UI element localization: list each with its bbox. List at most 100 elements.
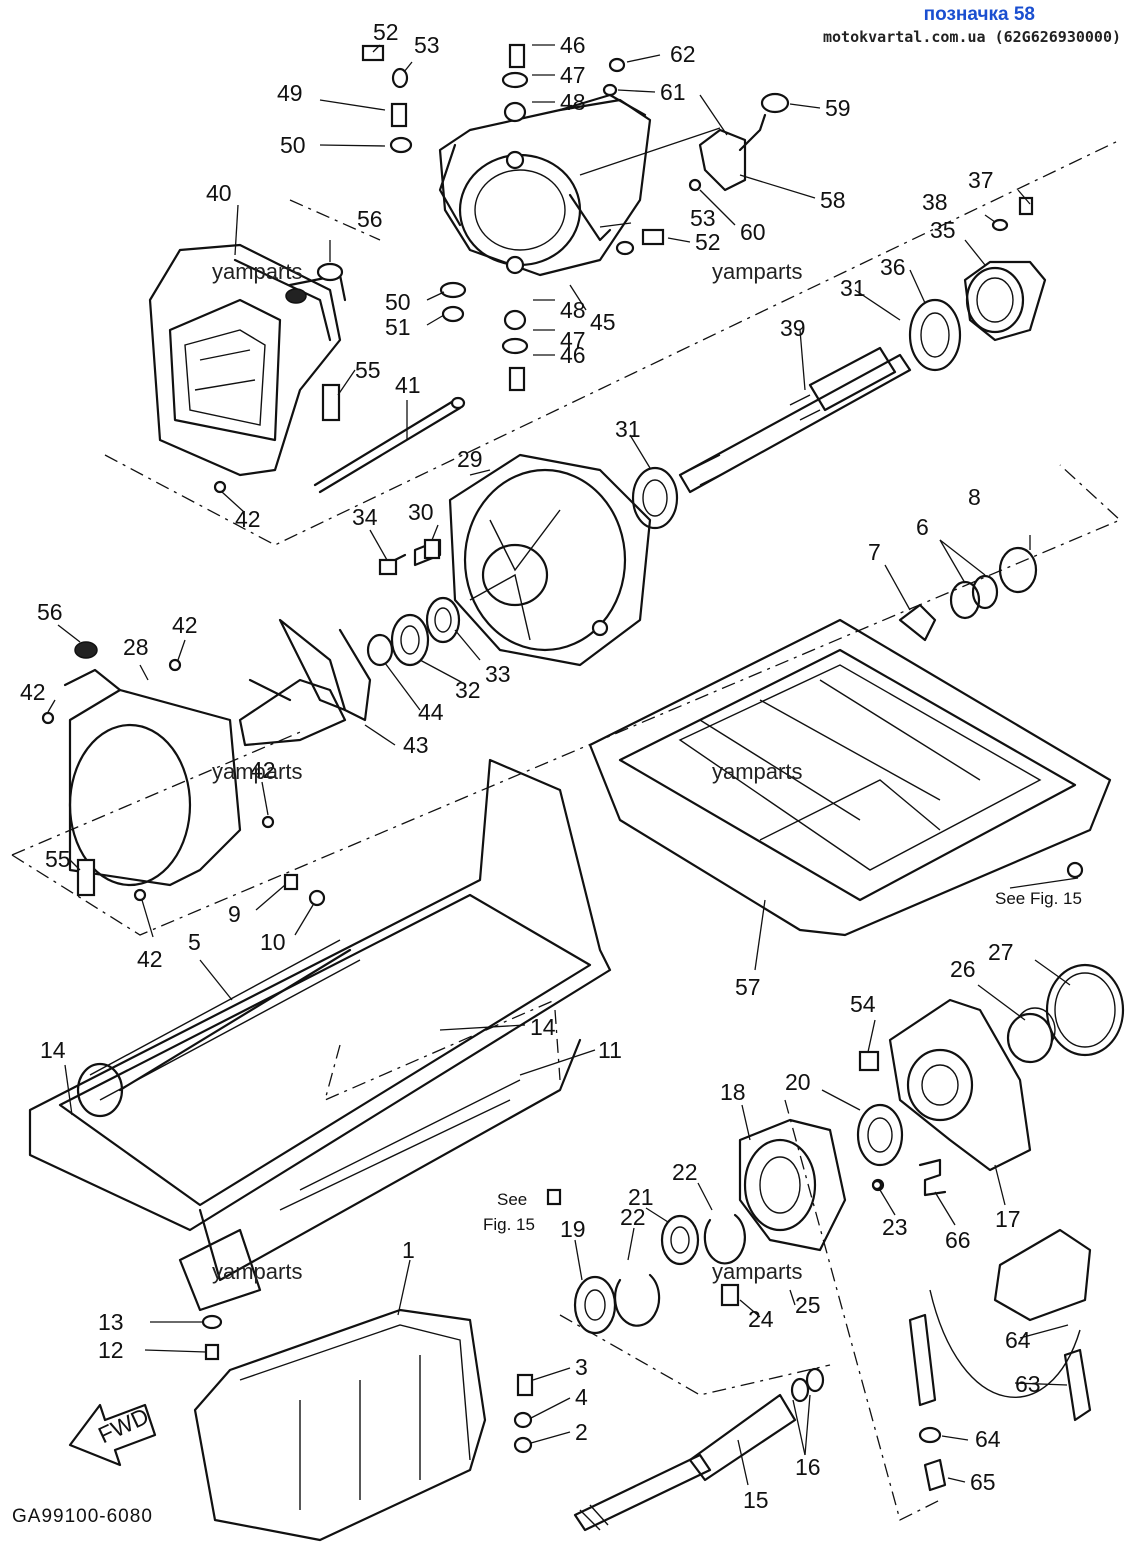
fwd-label: FWD <box>94 1403 152 1449</box>
callout-label: 24 <box>748 1306 774 1332</box>
callout-label: 18 <box>720 1079 746 1105</box>
callout-label: 45 <box>590 309 616 335</box>
callout-label: 5 <box>188 929 201 955</box>
callout-label: 31 <box>615 416 641 442</box>
callout-label: 58 <box>820 187 846 213</box>
callout-label: 31 <box>840 275 866 301</box>
callout-label: 43 <box>403 732 429 758</box>
callout-label: 36 <box>880 254 906 280</box>
watermark: yamparts <box>212 759 302 784</box>
callout-label: 12 <box>98 1337 124 1363</box>
callout-label: 42 <box>235 506 261 532</box>
pump-cover-17 <box>888 963 1125 1172</box>
callout-label: 57 <box>735 974 761 1000</box>
callout-label: 27 <box>988 939 1014 965</box>
callout-label: 21 <box>628 1184 654 1210</box>
callout-label: 32 <box>455 677 481 703</box>
callout-label: 63 <box>1015 1371 1041 1397</box>
bearing-housing-18 <box>738 1103 904 1252</box>
callout-label: 61 <box>660 79 686 105</box>
callout-label: 34 <box>352 504 378 530</box>
callout-label: 52 <box>373 19 399 45</box>
callout-label: 30 <box>408 499 434 525</box>
fasteners <box>41 43 1054 1454</box>
watermark: yamparts <box>712 759 802 784</box>
callout-label: 26 <box>950 956 976 982</box>
callout-label: 60 <box>740 219 766 245</box>
drive-shaft-39 <box>678 346 912 494</box>
callout-label: 55 <box>355 357 381 383</box>
callout-label: 38 <box>922 189 948 215</box>
callout-label: 64 <box>1005 1327 1031 1353</box>
callout-label: 46 <box>560 342 586 368</box>
hose-63-64-65 <box>908 1228 1092 1492</box>
see-fig-note-upper: See Fig. 15 <box>995 889 1082 908</box>
callout-label: 65 <box>970 1469 996 1495</box>
callout-label: 15 <box>743 1487 769 1513</box>
callout-label: 1 <box>402 1237 415 1263</box>
page-title: позначка 58 <box>923 4 1035 25</box>
callout-label: 13 <box>98 1309 124 1335</box>
callout-label: 41 <box>395 372 421 398</box>
callout-label: 8 <box>968 484 981 510</box>
callout-label: 10 <box>260 929 286 955</box>
callout-label: 17 <box>995 1206 1021 1232</box>
tie-rod-41 <box>313 396 466 494</box>
watermark: yamparts <box>212 259 302 284</box>
callout-label: 19 <box>560 1216 586 1242</box>
callout-label: 11 <box>598 1037 622 1063</box>
callout-label: 44 <box>418 699 444 725</box>
callout-label: 7 <box>868 539 881 565</box>
callout-label: 50 <box>385 289 411 315</box>
bearing-31 <box>631 466 679 530</box>
callout-label: 54 <box>850 991 876 1017</box>
see-fig-note-lower-2: Fig. 15 <box>483 1215 535 1234</box>
watermark: yamparts <box>712 1259 802 1284</box>
callout-label: 23 <box>882 1214 908 1240</box>
callout-label: 9 <box>228 901 241 927</box>
leader-lines <box>47 44 1079 1486</box>
callout-label: 14 <box>40 1037 66 1063</box>
impeller-housing-29 <box>448 453 652 667</box>
callout-label: 53 <box>414 32 440 58</box>
callout-label: 3 <box>575 1354 588 1380</box>
bearing-housing-35 <box>908 260 1047 372</box>
callout-label: 55 <box>45 846 71 872</box>
callout-label: 35 <box>930 217 956 243</box>
drawing-code: GA99100-6080 <box>12 1506 153 1527</box>
callout-label: 62 <box>670 41 696 67</box>
callout-label: 48 <box>560 297 586 323</box>
watermark: yamparts <box>712 259 802 284</box>
callout-label: 37 <box>968 167 994 193</box>
lower-cover-1 <box>193 1308 487 1542</box>
source-caption: motokvartal.com.ua (62G626930000) <box>822 28 1121 46</box>
callout-label: 66 <box>945 1227 971 1253</box>
steering-arm-58 <box>698 92 790 192</box>
shaft-15 <box>573 1393 797 1532</box>
watermark: yamparts <box>212 1259 302 1284</box>
callout-label: 25 <box>795 1292 821 1318</box>
see-fig-note-lower-1: See <box>497 1190 527 1209</box>
callout-label: 16 <box>795 1454 821 1480</box>
callout-label: 28 <box>123 634 149 660</box>
fwd-arrow-icon <box>68 1403 157 1467</box>
callout-label: 29 <box>457 446 483 472</box>
callout-label: 51 <box>385 314 411 340</box>
callout-label: 47 <box>560 327 586 353</box>
callout-label: 6 <box>916 514 929 540</box>
callout-label: 48 <box>560 89 586 115</box>
callout-label: 39 <box>780 315 806 341</box>
ride-plate-57 <box>588 618 1112 937</box>
bearings-32-33-44 <box>366 538 461 667</box>
circlips-19-22 <box>573 1213 746 1335</box>
callout-label: 42 <box>137 946 163 972</box>
intake-duct <box>28 758 612 1312</box>
impeller-43 <box>238 618 372 747</box>
callout-label: 22 <box>620 1204 646 1230</box>
callout-label: 40 <box>206 180 232 206</box>
callout-label: 56 <box>37 599 63 625</box>
callout-label: 20 <box>785 1069 811 1095</box>
callout-label: 22 <box>672 1159 698 1185</box>
callout-label: 33 <box>485 661 511 687</box>
